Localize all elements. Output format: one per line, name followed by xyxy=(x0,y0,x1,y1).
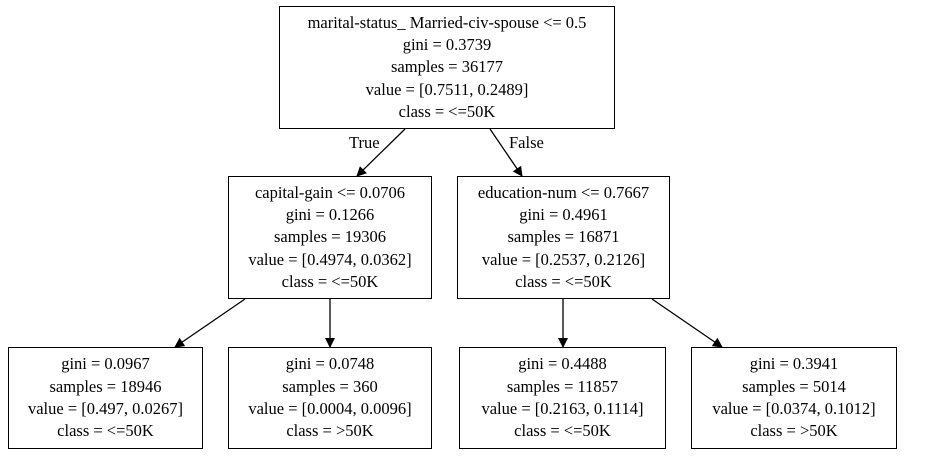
right-gini: gini = 0.4961 xyxy=(519,205,608,225)
edge-right-to-leaf-rr xyxy=(651,298,723,348)
root-gini: gini = 0.3739 xyxy=(402,35,492,55)
root-value: value = [0.7511, 0.2489] xyxy=(365,79,529,99)
leaf-rl-samples: samples = 11857 xyxy=(506,376,619,396)
leaf-node-lr: gini = 0.0748 samples = 360 value = [0.0… xyxy=(228,347,432,449)
leaf-ll-class: class = <=50K xyxy=(57,421,154,441)
leaf-ll-samples: samples = 18946 xyxy=(49,376,162,396)
right-samples: samples = 16871 xyxy=(507,227,620,247)
leaf-rr-class: class = >50K xyxy=(750,421,838,441)
left-value: value = [0.4974, 0.0362] xyxy=(248,249,412,269)
left-split-condition: capital-gain <= 0.0706 xyxy=(254,182,406,202)
edge-label-true: True xyxy=(349,133,380,152)
leaf-rr-value: value = [0.0374, 0.1012] xyxy=(712,399,876,418)
left-gini: gini = 0.1266 xyxy=(285,205,375,225)
root-class: class = <=50K xyxy=(398,101,496,121)
leaf-node-rr: gini = 0.3941 samples = 5014 value = [0.… xyxy=(691,347,897,449)
root-split-condition: marital-status_ Married-civ-spouse <= 0.… xyxy=(307,12,587,32)
left-samples: samples = 19306 xyxy=(274,227,386,247)
leaf-lr-class: class = >50K xyxy=(286,421,374,441)
edge-left-to-leaf-ll xyxy=(174,298,246,348)
leaf-rl-class: class = <=50K xyxy=(514,421,611,441)
leaf-lr-value: value = [0.0004, 0.0096] xyxy=(248,399,412,418)
leaf-rl-value: value = [0.2163, 0.1114] xyxy=(481,399,644,418)
leaf-ll-value: value = [0.497, 0.0267] xyxy=(27,399,184,418)
left-node: capital-gain <= 0.0706 gini = 0.1266 sam… xyxy=(228,176,432,299)
right-node: education-num <= 0.7667 gini = 0.4961 sa… xyxy=(457,176,670,299)
leaf-rl-gini: gini = 0.4488 xyxy=(518,354,607,374)
leaf-rr-gini: gini = 0.3941 xyxy=(749,354,839,374)
leaf-rr-samples: samples = 5014 xyxy=(742,376,846,396)
root-samples: samples = 36177 xyxy=(391,57,503,77)
left-class: class = <=50K xyxy=(281,271,379,291)
right-split-condition: education-num <= 0.7667 xyxy=(477,182,650,202)
leaf-node-rl: gini = 0.4488 samples = 11857 value = [0… xyxy=(459,347,666,449)
edge-root-to-left xyxy=(356,128,406,177)
root-node: marital-status_ Married-civ-spouse <= 0.… xyxy=(279,6,615,129)
edge-label-false: False xyxy=(509,133,544,152)
leaf-lr-gini: gini = 0.0748 xyxy=(285,354,375,374)
leaf-ll-gini: gini = 0.0967 xyxy=(61,354,150,374)
leaf-lr-samples: samples = 360 xyxy=(282,376,378,396)
edge-root-to-right xyxy=(489,128,523,177)
right-class: class = <=50K xyxy=(515,271,612,291)
leaf-node-ll: gini = 0.0967 samples = 18946 value = [0… xyxy=(8,347,203,449)
right-value: value = [0.2537, 0.2126] xyxy=(481,249,646,269)
